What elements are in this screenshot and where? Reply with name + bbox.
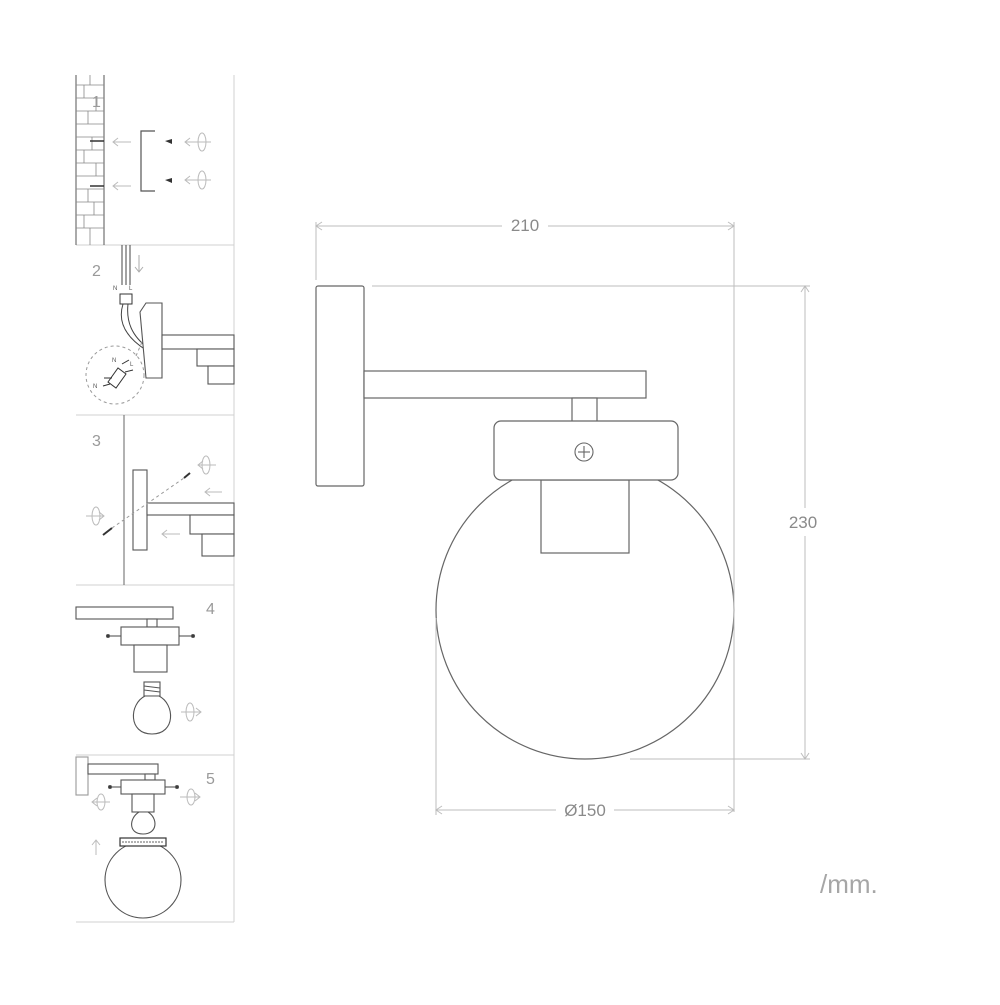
diameter-label-bg	[556, 797, 614, 823]
step-3-panel: 3	[86, 415, 235, 585]
detail-magnifier	[85, 345, 145, 405]
step-4-number: 4	[206, 601, 215, 618]
step-5-lamp	[75, 756, 180, 835]
dimension-width: 210	[511, 216, 539, 235]
terminal-block	[119, 293, 133, 305]
detail-wire-n2: N	[93, 384, 97, 390]
step-1-panel: 1	[75, 75, 211, 245]
wire-label-l: L	[129, 286, 133, 292]
unit-label: /mm.	[820, 869, 878, 899]
step-2-lamp	[139, 302, 235, 385]
dimension-diameter: Ø150	[564, 801, 606, 820]
fixing-screw-icon	[574, 442, 594, 462]
mounting-plate	[140, 130, 155, 192]
step-4-lamp	[75, 606, 196, 673]
step-3-screws	[102, 472, 191, 536]
detail-connector	[102, 359, 134, 389]
wall-plate	[315, 285, 365, 487]
supply-cable	[121, 245, 131, 285]
step-4-bulb	[132, 681, 172, 735]
step-5-globe	[104, 837, 182, 919]
lamp-socket	[540, 479, 630, 554]
step-5-number: 5	[206, 771, 215, 788]
lamp-arm	[363, 370, 647, 399]
step-2-number: 2	[92, 263, 101, 280]
detail-wire-l: L	[130, 362, 134, 368]
dimension-height: 230	[789, 513, 817, 532]
step-3-number: 3	[92, 433, 101, 450]
step-3-arrows	[86, 455, 222, 539]
step-1-arrows	[112, 132, 211, 191]
detail-wire-n: N	[112, 358, 116, 364]
step-1-number: 1	[92, 94, 101, 111]
step-1-screws	[165, 139, 172, 183]
wire-label-n: N	[113, 286, 117, 292]
height-label-bg	[783, 508, 827, 536]
step-4-panel: 4	[75, 601, 215, 735]
width-label-bg	[502, 212, 548, 238]
brick-wall	[75, 75, 105, 245]
step-4-arrows	[181, 702, 202, 722]
arm-connector	[571, 397, 598, 423]
step-5-arrows	[91, 788, 201, 855]
step-2-panel: 2 N L N L N	[85, 245, 235, 405]
step-5-panel: 5	[75, 756, 215, 919]
steps-panel	[76, 75, 235, 923]
main-lamp-drawing	[315, 285, 735, 760]
step-3-lamp	[132, 469, 235, 557]
step-2-down-arrow	[134, 255, 144, 273]
